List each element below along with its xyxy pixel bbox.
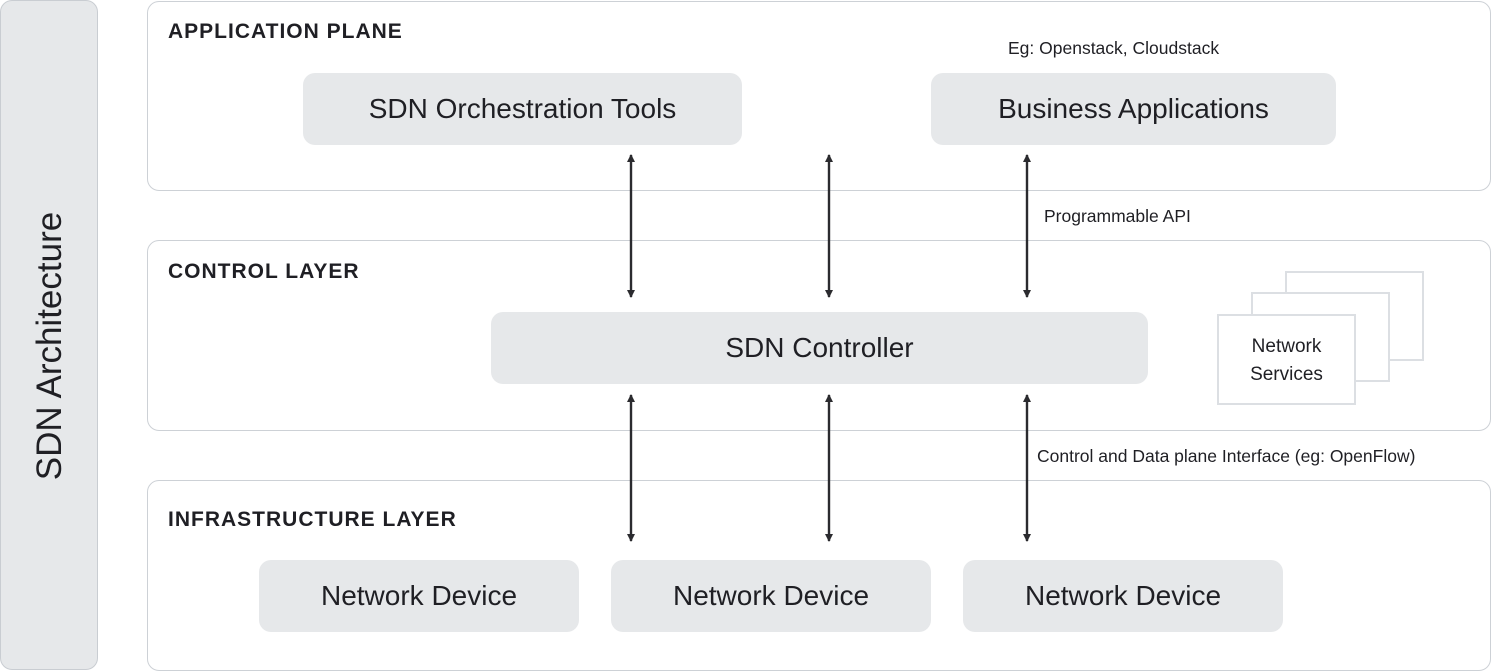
diagram-title: SDN Architecture: [30, 211, 69, 481]
control-layer: CONTROL LAYER SDN Controller Network Ser…: [147, 240, 1491, 431]
programmable-api-label: Programmable API: [1044, 206, 1191, 226]
control-layer-title: CONTROL LAYER: [168, 260, 360, 283]
southbound-interface-label: Control and Data plane Interface (eg: Op…: [1037, 446, 1416, 466]
infrastructure-layer: INFRASTRUCTURE LAYER Network Device Netw…: [147, 480, 1491, 671]
network-device-box: Network Device: [611, 560, 931, 632]
business-applications-box: Business Applications: [931, 73, 1336, 145]
network-device-box: Network Device: [963, 560, 1283, 632]
network-services-label-line2: Services: [1250, 364, 1323, 385]
diagram-title-bar: SDN Architecture: [0, 0, 98, 670]
sdn-controller-box: SDN Controller: [491, 312, 1148, 384]
application-examples-note: Eg: Openstack, Cloudstack: [1008, 38, 1220, 58]
network-services-card: Network Services: [1217, 314, 1356, 405]
network-services-label-line1: Network: [1251, 336, 1322, 357]
sdn-orchestration-tools-box: SDN Orchestration Tools: [303, 73, 742, 145]
application-plane: APPLICATION PLANE Eg: Openstack, Cloudst…: [147, 1, 1491, 191]
network-device-box: Network Device: [259, 560, 579, 632]
application-plane-title: APPLICATION PLANE: [168, 20, 403, 43]
infrastructure-layer-title: INFRASTRUCTURE LAYER: [168, 508, 457, 531]
